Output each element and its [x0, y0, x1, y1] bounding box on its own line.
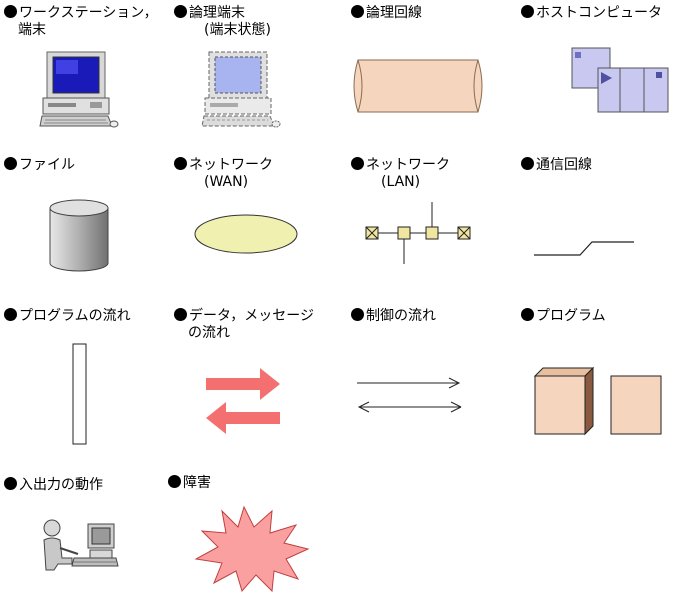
bullet-icon [351, 308, 364, 321]
file-cylinder-icon [49, 199, 109, 272]
logical-terminal-icon [201, 51, 281, 128]
communication-line-icon [534, 241, 634, 256]
label-communication-line: 通信回線 [521, 157, 592, 174]
bullet-icon [174, 157, 187, 170]
bullet-icon [4, 157, 17, 170]
failure-burst-icon [194, 505, 310, 593]
logical-line-pipe-icon [353, 59, 483, 113]
program-flow-icon [72, 343, 87, 445]
bullet-icon [521, 157, 534, 170]
control-flow-arrows-icon [357, 377, 462, 413]
label-workstation: ワークステーション， 端末 [4, 5, 158, 39]
network-lan-icon [365, 202, 471, 264]
label-control-flow: 制御の流れ [351, 308, 436, 325]
bullet-icon [4, 308, 17, 321]
label-program-flow: プログラムの流れ [4, 308, 131, 325]
bullet-icon [168, 475, 181, 488]
bullet-icon [174, 308, 187, 321]
bullet-icon [4, 477, 17, 490]
io-operation-icon [43, 519, 119, 571]
bullet-icon [521, 308, 534, 321]
label-file: ファイル [4, 157, 75, 174]
label-program: プログラム [521, 308, 606, 325]
program-box-icon [533, 366, 662, 436]
workstation-icon [39, 51, 119, 128]
bullet-icon [351, 5, 364, 18]
label-logical-line: 論理回線 [351, 5, 422, 22]
label-io-operation: 入出力の動作 [4, 477, 103, 494]
bullet-icon [4, 5, 17, 18]
label-logical-terminal: 論理端末 (端末状態) [174, 5, 271, 39]
label-failure: 障害 [168, 475, 211, 492]
bullet-icon [351, 157, 364, 170]
host-computer-icon [571, 47, 669, 113]
network-wan-icon [194, 214, 298, 254]
bullet-icon [521, 5, 534, 18]
label-network-wan: ネットワーク (WAN) [174, 157, 273, 191]
label-host-computer: ホストコンピュータ [521, 5, 662, 22]
bullet-icon [174, 5, 187, 18]
label-data-flow: データ，メッセージ の流れ [174, 308, 314, 342]
label-network-lan: ネットワーク (LAN) [351, 157, 450, 191]
data-flow-arrows-icon [206, 368, 280, 434]
